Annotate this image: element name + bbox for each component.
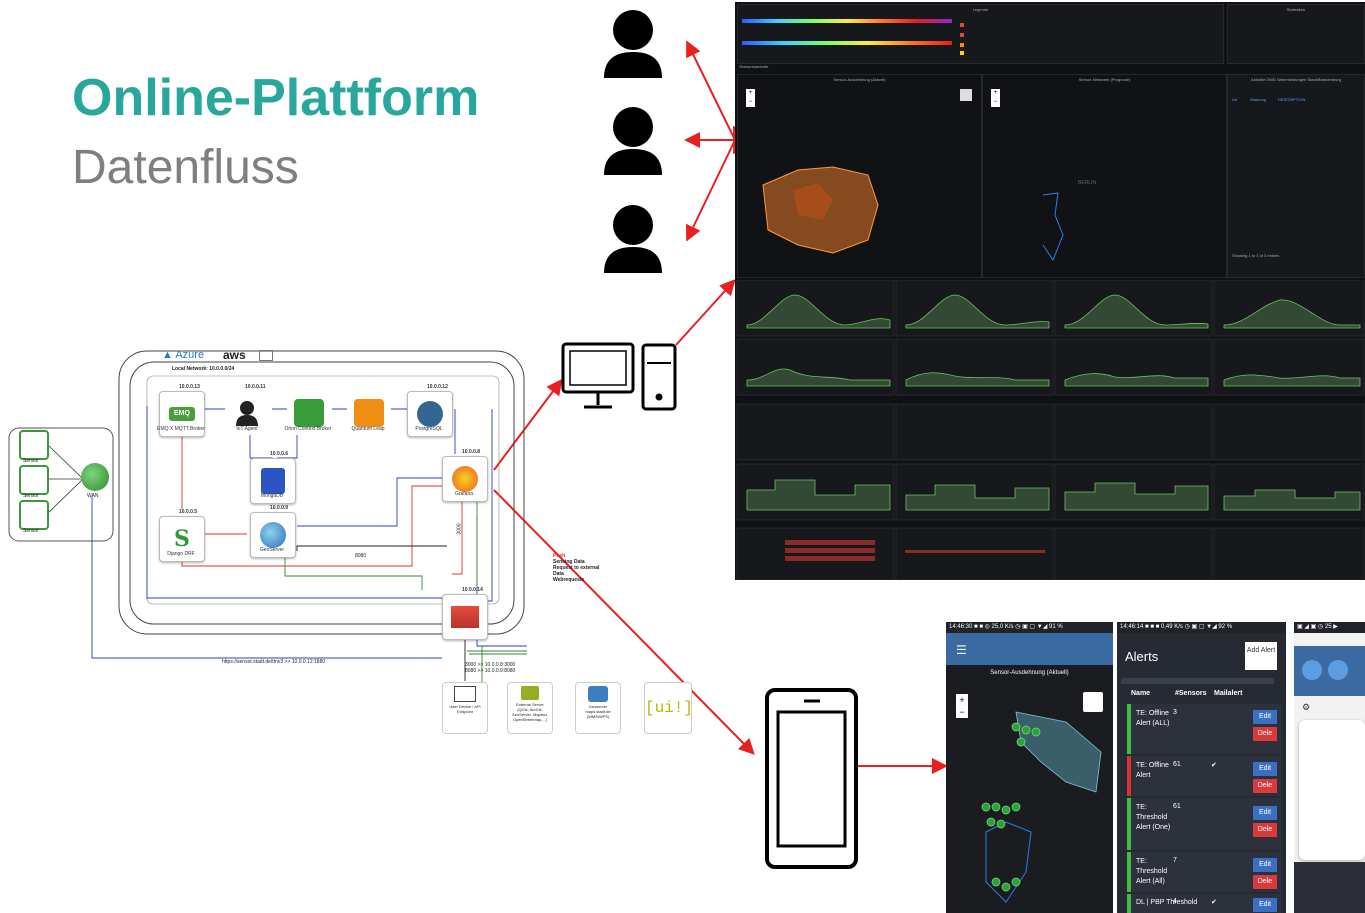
user-icon [604,107,662,175]
edit-button[interactable]: Edit [1253,806,1277,820]
url-mapping-label: https://sensor.stadt.de/ttnv3 >> 10.0.0.… [222,659,326,665]
edit-button[interactable]: Edit [1253,762,1277,776]
emqx-node: EMQ [159,391,205,437]
grafana-dashboard: Legende Statistiken Sensorstandorte Sens… [735,2,1365,580]
notification-card [1299,720,1365,860]
edit-button[interactable]: Edit [1253,710,1277,724]
map-layers-button[interactable] [960,89,972,101]
map-panel-current: Sensor-Ausdehnung (Aktuell) +− [737,74,982,278]
user-icon [604,205,662,273]
network-label: Local Network: 10.0.0.0/24 [172,366,235,372]
orion-node [287,391,331,435]
legend-web: Webrequests [553,577,585,583]
user-device-icon [454,686,476,702]
alert-row[interactable]: TE: Threshold Alert (All) 7 Edit Dele [1127,852,1281,892]
port-8080-label: 8080 [355,553,367,559]
firewall-node [442,594,488,640]
grafana-icon [452,466,478,492]
sensor-label: Sensor [23,493,39,499]
qgis-icon [521,686,539,700]
gear-icon[interactable]: ⚙ [1302,702,1311,712]
sensor-label: Sensor [23,528,39,534]
gateway-label: WAN [87,493,99,499]
sensor-chip-icon [19,465,49,495]
alerts-title: Alerts [1125,649,1159,664]
mobile-app-header: ☰ [946,633,1113,665]
network-legend: Push Sensing Data Request to external Da… [553,553,603,583]
geoserver-ext-icon [588,686,608,702]
geoserver-icon [260,522,286,548]
geoserver-node [250,512,296,558]
alert-row[interactable]: TE: Threshold Alert (One) 61 Edit Dele [1127,798,1281,850]
orion-icon [294,399,324,427]
postgres-node [407,391,453,437]
alert-row[interactable]: DL | PBP Threshold 4 ✔ Edit [1127,894,1281,913]
location-icon[interactable] [1328,660,1348,680]
user-icon [604,10,662,78]
map-zoom-control[interactable]: +− [746,89,755,107]
mobile-settings-screen: ▣ ◢ ▣ ◷ 25 ▶ ⚙ [1294,622,1365,913]
delete-button[interactable]: Dele [1253,875,1277,889]
alert-row[interactable]: TE: Offline Alert 61 ✔ Edit Dele [1127,756,1281,796]
delete-button[interactable]: Dele [1253,727,1277,741]
phone-icon [765,688,858,869]
mobile-map-title: Sensor-Ausdehnung (Aktuell) [990,670,1069,676]
sensor-chip-icon [19,430,49,460]
mobile-map-screen: 14:46:30 ■ ■ ◎ 25,0 K/s ◷ ▣ ▢ ▼◢ 91 % ☰ … [946,622,1113,913]
sensor-chip-icon [19,500,49,530]
dashboard-stats-panel: Statistiken [1227,4,1365,64]
mongodb-node [250,458,296,504]
mobile-alerts-screen: 14:46:14 ■ ■ ■ 0,49 K/s ◷ ▣ ▢ ▼◢ 92 % Al… [1117,622,1286,913]
delete-button[interactable]: Dele [1253,779,1277,793]
agent-icon [236,400,258,426]
firewall-icon [451,606,479,628]
hamburger-menu-icon[interactable]: ☰ [956,643,967,657]
bluetooth-icon[interactable] [1302,660,1322,680]
django-icon: S [174,526,190,552]
alert-row[interactable]: TE: Offline Alert (ALL) 3 Edit Dele [1127,704,1281,754]
aws-logo: aws [223,348,246,362]
port-mapping-label: 3000 >> 10.0.0.8:3000 8080 >> 10.0.0.9:8… [465,662,516,674]
django-node: S [159,516,205,562]
mobile-layers-button[interactable] [1083,692,1103,712]
edit-button[interactable]: Edit [1253,898,1277,912]
quantumleap-node [347,391,391,435]
section-label: Sensorstandorte [739,64,769,69]
postgres-icon [417,401,443,427]
mongodb-icon [261,468,285,494]
emqx-icon: EMQ [169,407,195,421]
table-footer: Showing 1 to 3 of 3 entries [1232,253,1280,258]
legend-sensing: Sensing Data [553,559,585,565]
dwd-warnings-table: Aktuelle DWD Warnmeldungen Stadt/Branden… [1227,74,1365,278]
external-user-device: User Device / API Endpoint [442,682,488,734]
delete-button[interactable]: Dele [1253,823,1277,837]
sensor-label: Sensor [23,458,39,464]
grafana-node [442,456,488,502]
dashboard-charts [736,280,1365,580]
dashboard-legend-panel: Legende [737,4,1224,64]
architecture-diagram: ▲ Azure aws Local Network: 10.0.0.0/24 S… [7,346,693,741]
map-zoom-control[interactable]: +− [991,89,1000,107]
quantumleap-icon [354,399,384,427]
page-subtitle: Datenfluss [72,141,299,194]
legend-push: Push [553,553,566,559]
external-geoserver: Geoserver maps.stadt.de (WMS/WFS) [575,682,621,734]
add-alert-button[interactable]: Add Alert [1245,642,1277,670]
page-title: Online-Plattform [72,69,480,127]
port-3000-label: 3000 [456,523,463,535]
gateway-globe-icon [81,463,109,491]
external-qgis: External Server (QGis, ArcGis, GeoServer… [507,682,553,734]
edit-button[interactable]: Edit [1253,858,1277,872]
computer-icon [561,342,677,411]
map-panel-forecast: Sensor-Netzwerk (Prognose) BERLIN +− [982,74,1227,278]
iot-agent-node [225,391,269,435]
mobile-zoom-control[interactable]: +− [956,694,968,718]
legend-request: Request to external Data [553,565,600,577]
azure-logo: ▲ Azure [162,349,205,361]
server-icon [259,350,273,361]
ui-logo: [ui!] [644,682,693,734]
